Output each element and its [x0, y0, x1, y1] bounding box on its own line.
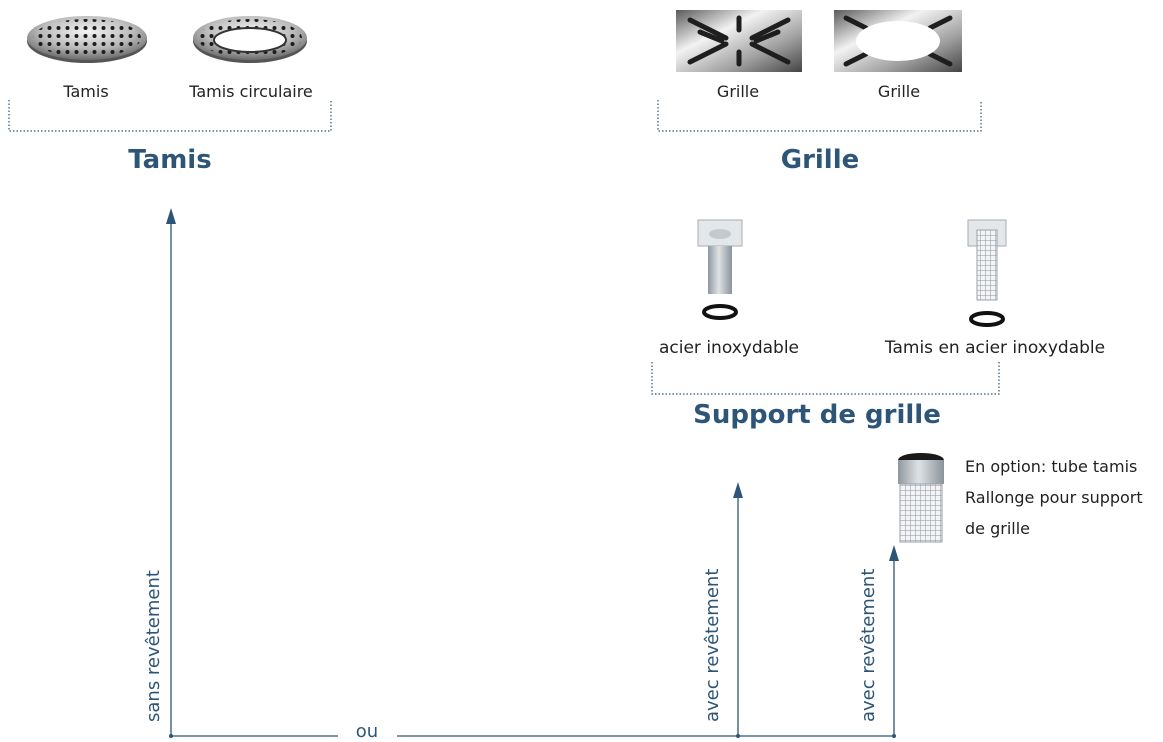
left-junction-dot [169, 734, 173, 738]
grille-item-label-1: Grille [716, 82, 760, 101]
left-arrowhead [166, 208, 176, 224]
grille-cross-icon [676, 10, 802, 72]
tamis-acier-inoxydable-label: Tamis en acier inoxydable [884, 338, 1106, 358]
support-heading: Support de grille [693, 400, 941, 430]
grille-ring-icon [834, 10, 962, 72]
right-junction-dot [892, 734, 896, 738]
acier-inoxydable-label: acier inoxydable [658, 338, 800, 358]
ou-label: ou [355, 721, 379, 742]
tamis-circulaire-icon [193, 16, 307, 63]
grille-item-label-2: Grille [877, 82, 921, 101]
support-tamis-icon [967, 219, 1007, 327]
avec-revetement-right-label: avec revêtement [858, 568, 879, 722]
middle-junction-dot [736, 734, 740, 738]
grille-heading: Grille [780, 145, 860, 175]
grille-bracket [657, 100, 982, 132]
support-acier-icon [697, 219, 743, 320]
option-note-line-1: En option: tube tamis [965, 457, 1138, 476]
tamis-plate-icon [27, 16, 147, 63]
option-note-line-2: Rallonge pour support [965, 488, 1143, 507]
tamis-heading: Tamis [128, 145, 212, 175]
middle-arrowhead [733, 482, 743, 498]
tamis-bracket [8, 100, 332, 132]
sans-revetement-label: sans revêtement [143, 570, 164, 722]
option-note-line-3: de grille [965, 519, 1030, 538]
tube-tamis-icon [898, 453, 944, 543]
avec-revetement-middle-label: avec revêtement [702, 568, 723, 722]
support-bracket [651, 362, 1000, 395]
tamis-circulaire-item-label: Tamis circulaire [189, 82, 313, 101]
right-arrowhead [889, 545, 899, 561]
tamis-item-label: Tamis [63, 82, 109, 101]
